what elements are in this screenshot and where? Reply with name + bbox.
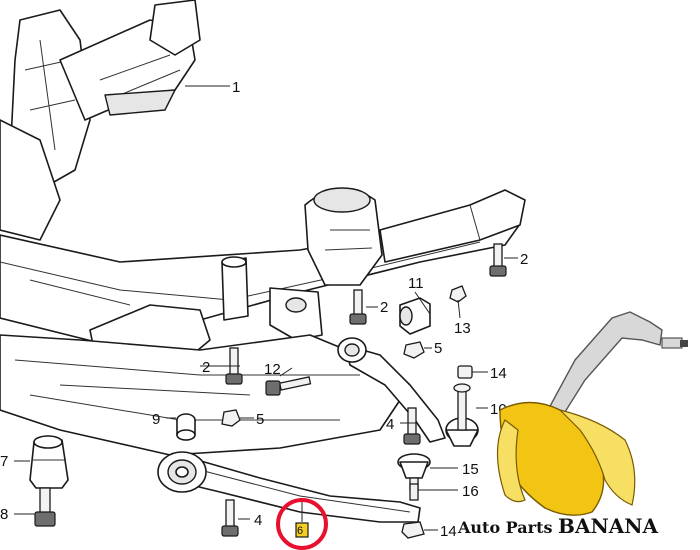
nut-6 [295,502,309,538]
callout-5-right: 5 [434,340,442,357]
nut-5-left [221,409,241,427]
callout-14-lower: 14 [440,523,457,540]
callout-6: 6 [297,525,303,537]
bolt-4-left [221,499,239,537]
bolt-2-lower-left [225,347,243,385]
watermark-text: Auto Parts BANANA [457,514,659,538]
callout-14-upper: 14 [490,365,507,382]
nut-13 [449,285,467,303]
logo-pin [661,337,683,349]
bolt-4-right [403,407,421,445]
watermark-brand: BANANA [558,514,659,538]
callout-4-right: 4 [386,416,394,433]
callout-2-left: 2 [202,359,210,376]
bolt-16 [409,483,419,501]
callout-16: 16 [462,483,479,500]
callout-2-center: 2 [380,299,388,316]
callout-numbers: 1 2 2 2 4 4 5 5 9 10 11 12 13 14 15 16 1… [0,79,528,540]
nut-14-upper [457,365,473,379]
nut-14-lower [401,521,425,539]
logo-control-arm [547,311,663,422]
callout-12: 12 [264,361,281,378]
bolt-2-right [489,243,507,277]
callout-1: 1 [232,79,240,96]
highlight-circle [276,498,328,550]
bushing-9 [176,413,196,441]
bolt-12 [265,376,312,396]
watermark-logo: Auto Parts BANANA [457,311,688,538]
callout-11: 11 [408,275,424,292]
leader-lines [14,85,518,531]
tension-strut [337,337,479,447]
shear-plate [0,334,401,456]
front-subframe [0,0,526,371]
callout-9: 9 [152,411,160,428]
watermark-prefix: Auto Parts [457,518,558,537]
callout-5-left: 5 [256,411,264,428]
bushing-11 [399,297,431,335]
rubber-mount [29,435,69,489]
callout-13: 13 [454,320,471,337]
callout-15: 15 [462,461,479,478]
callout-8: 8 [0,506,8,523]
callout-4-left: 4 [254,512,262,529]
callout-7: 7 [0,453,8,470]
lower-control-arm [157,451,421,523]
bolt-long [34,487,56,527]
callout-2-right: 2 [520,251,528,268]
nut-5-right [403,341,425,359]
bolt-2-center [349,289,367,325]
